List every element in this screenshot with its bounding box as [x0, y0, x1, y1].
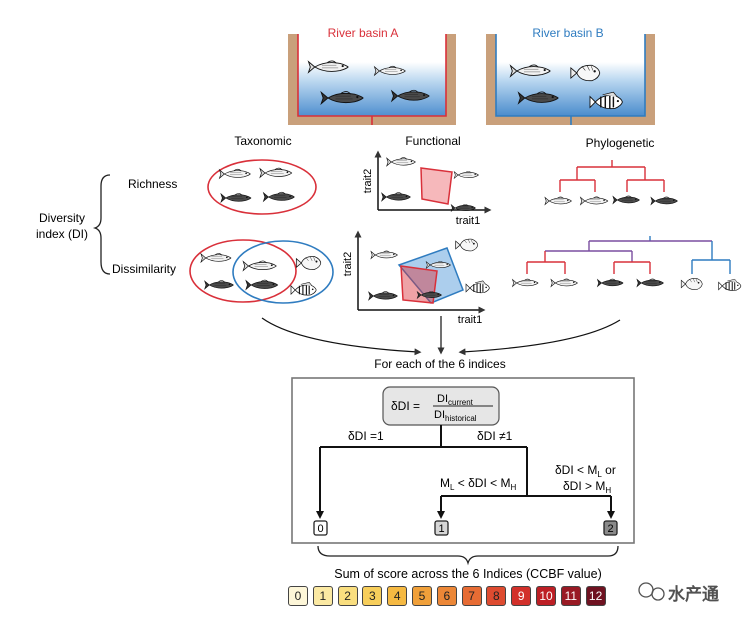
fish-icon [307, 60, 349, 74]
sum-label: Sum of score across the 6 Indices (CCBF … [334, 567, 601, 581]
row-dissimilarity: Dissimilarity [112, 262, 176, 276]
axis-trait2-label: trait2 [362, 169, 374, 193]
fish-icon [544, 196, 572, 206]
trophy-ceiling-icon [465, 280, 490, 294]
fish-icon [453, 170, 479, 180]
outcome-box-2 [603, 520, 618, 536]
tilapia-icon [295, 256, 322, 270]
for-each-label: For each of the 6 indices [374, 357, 505, 371]
fish-icon [425, 260, 451, 270]
fish-icon [550, 278, 578, 288]
facet-taxonomic: Taxonomic [234, 134, 291, 148]
row-brace [92, 174, 111, 275]
branch-outside-1: δDI < ML or [555, 463, 616, 479]
facet-functional: Functional [405, 134, 460, 148]
ccbf-score-1: 1 [312, 586, 333, 606]
fish-icon [242, 260, 277, 272]
fish-icon [245, 279, 279, 291]
converging-arrows [261, 316, 621, 356]
fish-icon [259, 167, 293, 179]
outcome-box-1 [434, 520, 449, 536]
fish-icon [390, 89, 430, 103]
tilapia-icon [570, 64, 601, 82]
trophy-ceiling-icon [589, 91, 623, 110]
diversity-index-line2: index (DI) [36, 227, 88, 241]
ccbf-score-11: 11 [560, 586, 581, 606]
ccbf-score-8: 8 [486, 586, 507, 606]
outcome-box-0 [313, 520, 328, 536]
formula-lhs: δDI = [391, 399, 420, 413]
formula-numerator: DIcurrent [437, 393, 474, 407]
ccbf-score-4: 4 [387, 586, 408, 606]
fish-icon [612, 195, 640, 205]
fish-icon [220, 192, 252, 204]
fish-icon [450, 203, 476, 213]
ccbf-score-0: 0 [288, 586, 308, 606]
axis-trait1-label-2: trait1 [458, 314, 482, 326]
diversity-index-line1: Diversity [39, 211, 85, 225]
watermark: 水产通 [638, 582, 719, 604]
functional-richness-plot: trait2 trait1 [362, 150, 492, 227]
fish-icon [386, 157, 416, 167]
fish-layer [200, 60, 742, 301]
axis-trait2-label-2: trait2 [342, 252, 354, 276]
outcome-label-1: 1 [438, 523, 444, 535]
fish-icon [650, 196, 678, 206]
ccbf-score-9: 9 [511, 586, 532, 606]
ccbf-score-3: 3 [362, 586, 383, 606]
facet-phylogenetic: Phylogenetic [586, 136, 655, 150]
ccbf-score-5: 5 [412, 586, 432, 606]
trophy-ceiling-icon [290, 281, 317, 296]
fish-icon [368, 291, 398, 301]
sum-brace [317, 545, 619, 566]
fish-icon [517, 91, 559, 105]
fish-icon [636, 278, 664, 288]
fish-icon [200, 252, 232, 264]
river-basin-a: River basin A [288, 26, 456, 125]
fish-icon [218, 168, 251, 180]
dissimilarity-ellipse-b [232, 240, 334, 304]
fish-icon [204, 280, 234, 290]
phylogeny-richness-tree [559, 160, 665, 192]
phylogeny-dissimilarity-tree [526, 236, 731, 274]
axis-trait1-label: trait1 [456, 215, 480, 227]
watermark-text: 水产通 [668, 584, 719, 604]
tilapia-icon [455, 238, 479, 252]
branch-outside-2: δDI > MH [563, 479, 611, 495]
richness-ellipse [207, 159, 317, 215]
formula-denominator: DIhistorical [434, 409, 477, 423]
ccbf-score-12: 12 [585, 586, 606, 606]
branch-eq1: δDI =1 [348, 429, 384, 443]
tilapia-icon [680, 278, 703, 290]
decision-tree-lines [316, 425, 615, 519]
ccbf-score-2: 2 [337, 586, 358, 606]
outcome-label-2: 2 [607, 523, 613, 535]
branch-neq1: δDI ≠1 [477, 429, 513, 443]
ccbf-score-7: 7 [461, 586, 482, 606]
river-basin-a-label: River basin A [328, 26, 399, 40]
fish-icon [509, 64, 551, 78]
trophy-ceiling-icon [718, 278, 742, 291]
row-richness: Richness [128, 177, 177, 191]
functional-dissimilarity-plot: trait2 trait1 [342, 230, 486, 326]
ccbf-score-10: 10 [536, 586, 556, 606]
branch-between: ML < δDI < MH [440, 476, 516, 492]
fish-icon [373, 65, 406, 77]
fish-icon [370, 250, 398, 260]
fish-icon [596, 278, 624, 288]
fish-icon [320, 90, 364, 106]
fish-icon [262, 191, 295, 203]
outcome-label-0: 0 [317, 523, 323, 535]
fish-icon [416, 290, 442, 300]
fish-icon [579, 196, 609, 206]
river-basin-b-label: River basin B [532, 26, 603, 40]
dissimilarity-ellipse-a [189, 239, 297, 303]
fish-icon [511, 278, 539, 288]
fish-icon [381, 192, 411, 202]
ccbf-score-6: 6 [436, 586, 457, 606]
